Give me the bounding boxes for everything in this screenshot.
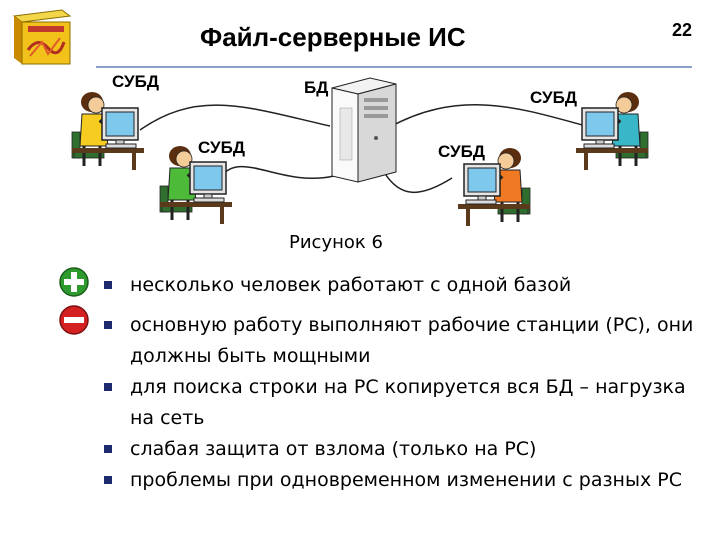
figure-caption: Рисунок 6 (289, 232, 383, 253)
con-text: для поиска строки на РС копируется вся Б… (130, 376, 686, 429)
pro-text: несколько человек работают с одной базой (130, 274, 571, 296)
bullet-marker (104, 383, 112, 391)
con-text: проблемы при одновременном изменении с р… (130, 469, 682, 491)
dbms-label-mid-left: СУБД (198, 138, 245, 158)
workstation-top-right-icon (576, 92, 648, 170)
dbms-label-top-left: СУБД (112, 72, 159, 92)
page-number: 22 (672, 20, 692, 41)
minus-icon (58, 304, 90, 336)
bullet-marker (104, 281, 112, 289)
dbms-label-mid-right: СУБД (438, 142, 485, 162)
logo-icon (8, 6, 74, 66)
workstation-top-left-icon (72, 92, 144, 170)
dbms-label-top-right: СУБД (530, 88, 577, 108)
con-item: для поиска строки на РС копируется вся Б… (104, 372, 704, 434)
network-diagram (0, 68, 720, 240)
server-icon (332, 78, 396, 182)
bullet-marker (104, 445, 112, 453)
bullet-list: несколько человек работают с одной базой… (104, 270, 704, 496)
page-title: Файл-серверные ИС (200, 22, 600, 53)
bullet-marker (104, 321, 112, 329)
bullet-marker (104, 476, 112, 484)
pro-item: несколько человек работают с одной базой (104, 270, 704, 301)
con-text: слабая защита от взлома (только на РС) (130, 438, 536, 460)
con-item: основную работу выполняют рабочие станци… (104, 310, 704, 372)
con-item: слабая защита от взлома (только на РС) (104, 434, 704, 465)
con-item: проблемы при одновременном изменении с р… (104, 465, 704, 496)
plus-icon (58, 266, 90, 298)
con-text: основную работу выполняют рабочие станци… (130, 314, 693, 367)
db-label: БД (304, 78, 328, 98)
